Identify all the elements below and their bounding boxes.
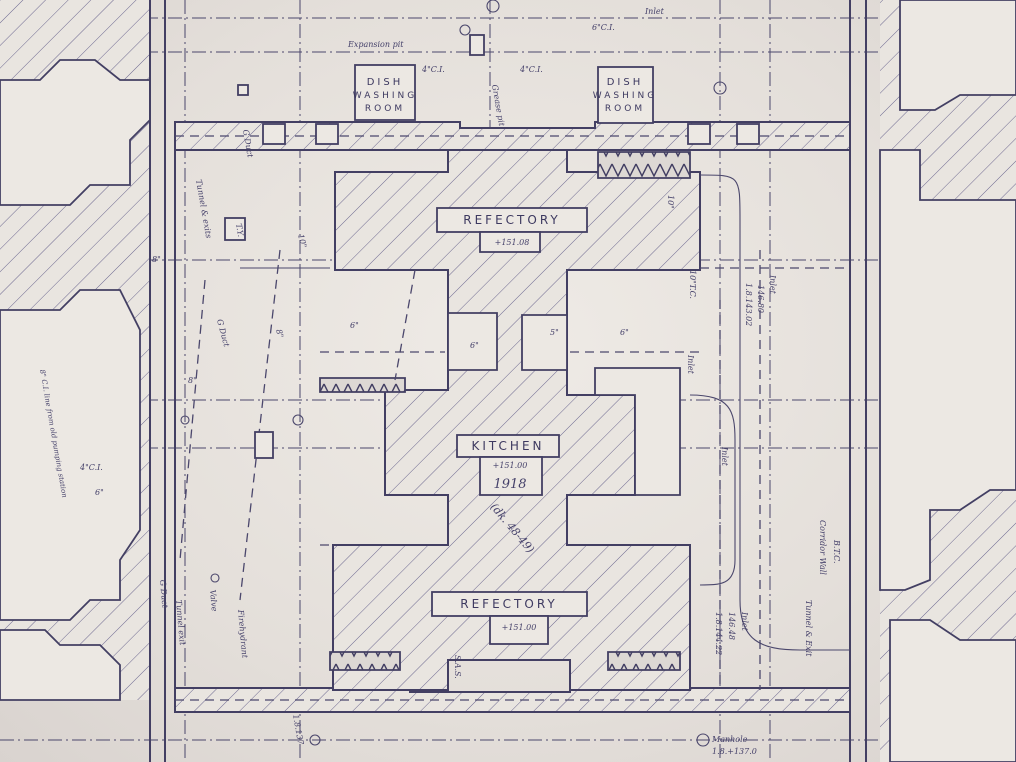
annotation: 8"	[274, 328, 285, 339]
annotation: 10"	[296, 233, 308, 249]
left-building	[0, 0, 166, 762]
annotation: Tunnel & Exit	[804, 600, 813, 657]
annotation: Grease pit	[490, 84, 506, 128]
annotation: T.Y.	[234, 223, 245, 238]
annotation: 4"C.I.	[421, 65, 445, 74]
annotation: 10"	[666, 195, 675, 209]
annotation: 4"C.I.	[79, 463, 103, 472]
annotation: S.A.S.	[453, 655, 462, 679]
dish-washing-room-left: DISH WASHING ROOM	[353, 64, 417, 121]
dish-label-line3: ROOM	[365, 104, 405, 114]
annotation: 6"	[470, 341, 479, 350]
annotation: Inlet	[686, 354, 695, 375]
annotation: 8"	[152, 255, 161, 264]
room-name: REFECTORY	[460, 597, 557, 611]
dish-label-line1: DISH	[367, 77, 404, 88]
dish-label-line1: DISH	[607, 77, 644, 88]
annotation: Firehydrant	[236, 608, 249, 659]
corridor	[174, 121, 851, 713]
kitchen-label: KITCHEN +151.00 1918	[456, 434, 560, 496]
annotation: Inlet	[644, 7, 665, 16]
annotation: Corridor Wall	[818, 520, 827, 575]
refectory-kitchen-building	[179, 149, 850, 691]
annotation: Tunnel exit	[174, 599, 187, 646]
annotation: 6"	[350, 321, 359, 330]
annotation: Inlet	[768, 274, 777, 295]
room-name: REFECTORY	[463, 213, 560, 227]
dish-label-line2: WASHING	[593, 91, 657, 101]
annotation: 146.80	[756, 285, 765, 313]
annotation: Tunnel & exits	[194, 179, 213, 239]
room-elevation: +151.08	[495, 238, 530, 247]
annotation: Manhole	[711, 735, 748, 744]
dish-label-line3: ROOM	[605, 104, 645, 114]
dish-label-line2: WASHING	[353, 91, 417, 101]
annotation: 1.8.143.02	[744, 283, 753, 326]
room-name: KITCHEN	[472, 439, 545, 453]
annotation: 5"	[550, 328, 559, 337]
refectory-top-label: REFECTORY +151.08	[436, 207, 588, 253]
annotation: Inlet	[740, 611, 749, 632]
annotation: 8"	[188, 376, 197, 385]
annotation: Expansion pit	[347, 40, 404, 49]
utility-symbols	[180, 0, 760, 747]
annotation: 6"C.I.	[592, 23, 615, 32]
annotation: 1.8.137	[291, 714, 305, 747]
construction-year: 1918	[493, 477, 526, 492]
annotation: 1.8.144.22	[714, 612, 723, 655]
annotation: G Duct	[158, 579, 169, 609]
annotation: 10"T.C.	[688, 270, 697, 299]
annotation: Inlet	[720, 446, 729, 467]
annotation: G Duct	[215, 318, 231, 348]
annotation: 6"	[620, 328, 629, 337]
annotation: 1.8.+137.0	[712, 747, 757, 756]
dish-washing-room-right: DISH WASHING ROOM	[593, 66, 657, 124]
refectory-bottom-label: REFECTORY +151.00	[431, 591, 588, 645]
right-building	[849, 0, 1016, 762]
annotation: B.T.C.	[832, 539, 841, 564]
room-elevation: +151.00	[493, 461, 528, 470]
annotation: 146.48	[727, 612, 736, 640]
annotation: 4"C.I.	[519, 65, 543, 74]
annotation: Valve	[208, 589, 219, 612]
annotation: 6"	[95, 488, 104, 497]
room-elevation: +151.00	[502, 623, 537, 632]
